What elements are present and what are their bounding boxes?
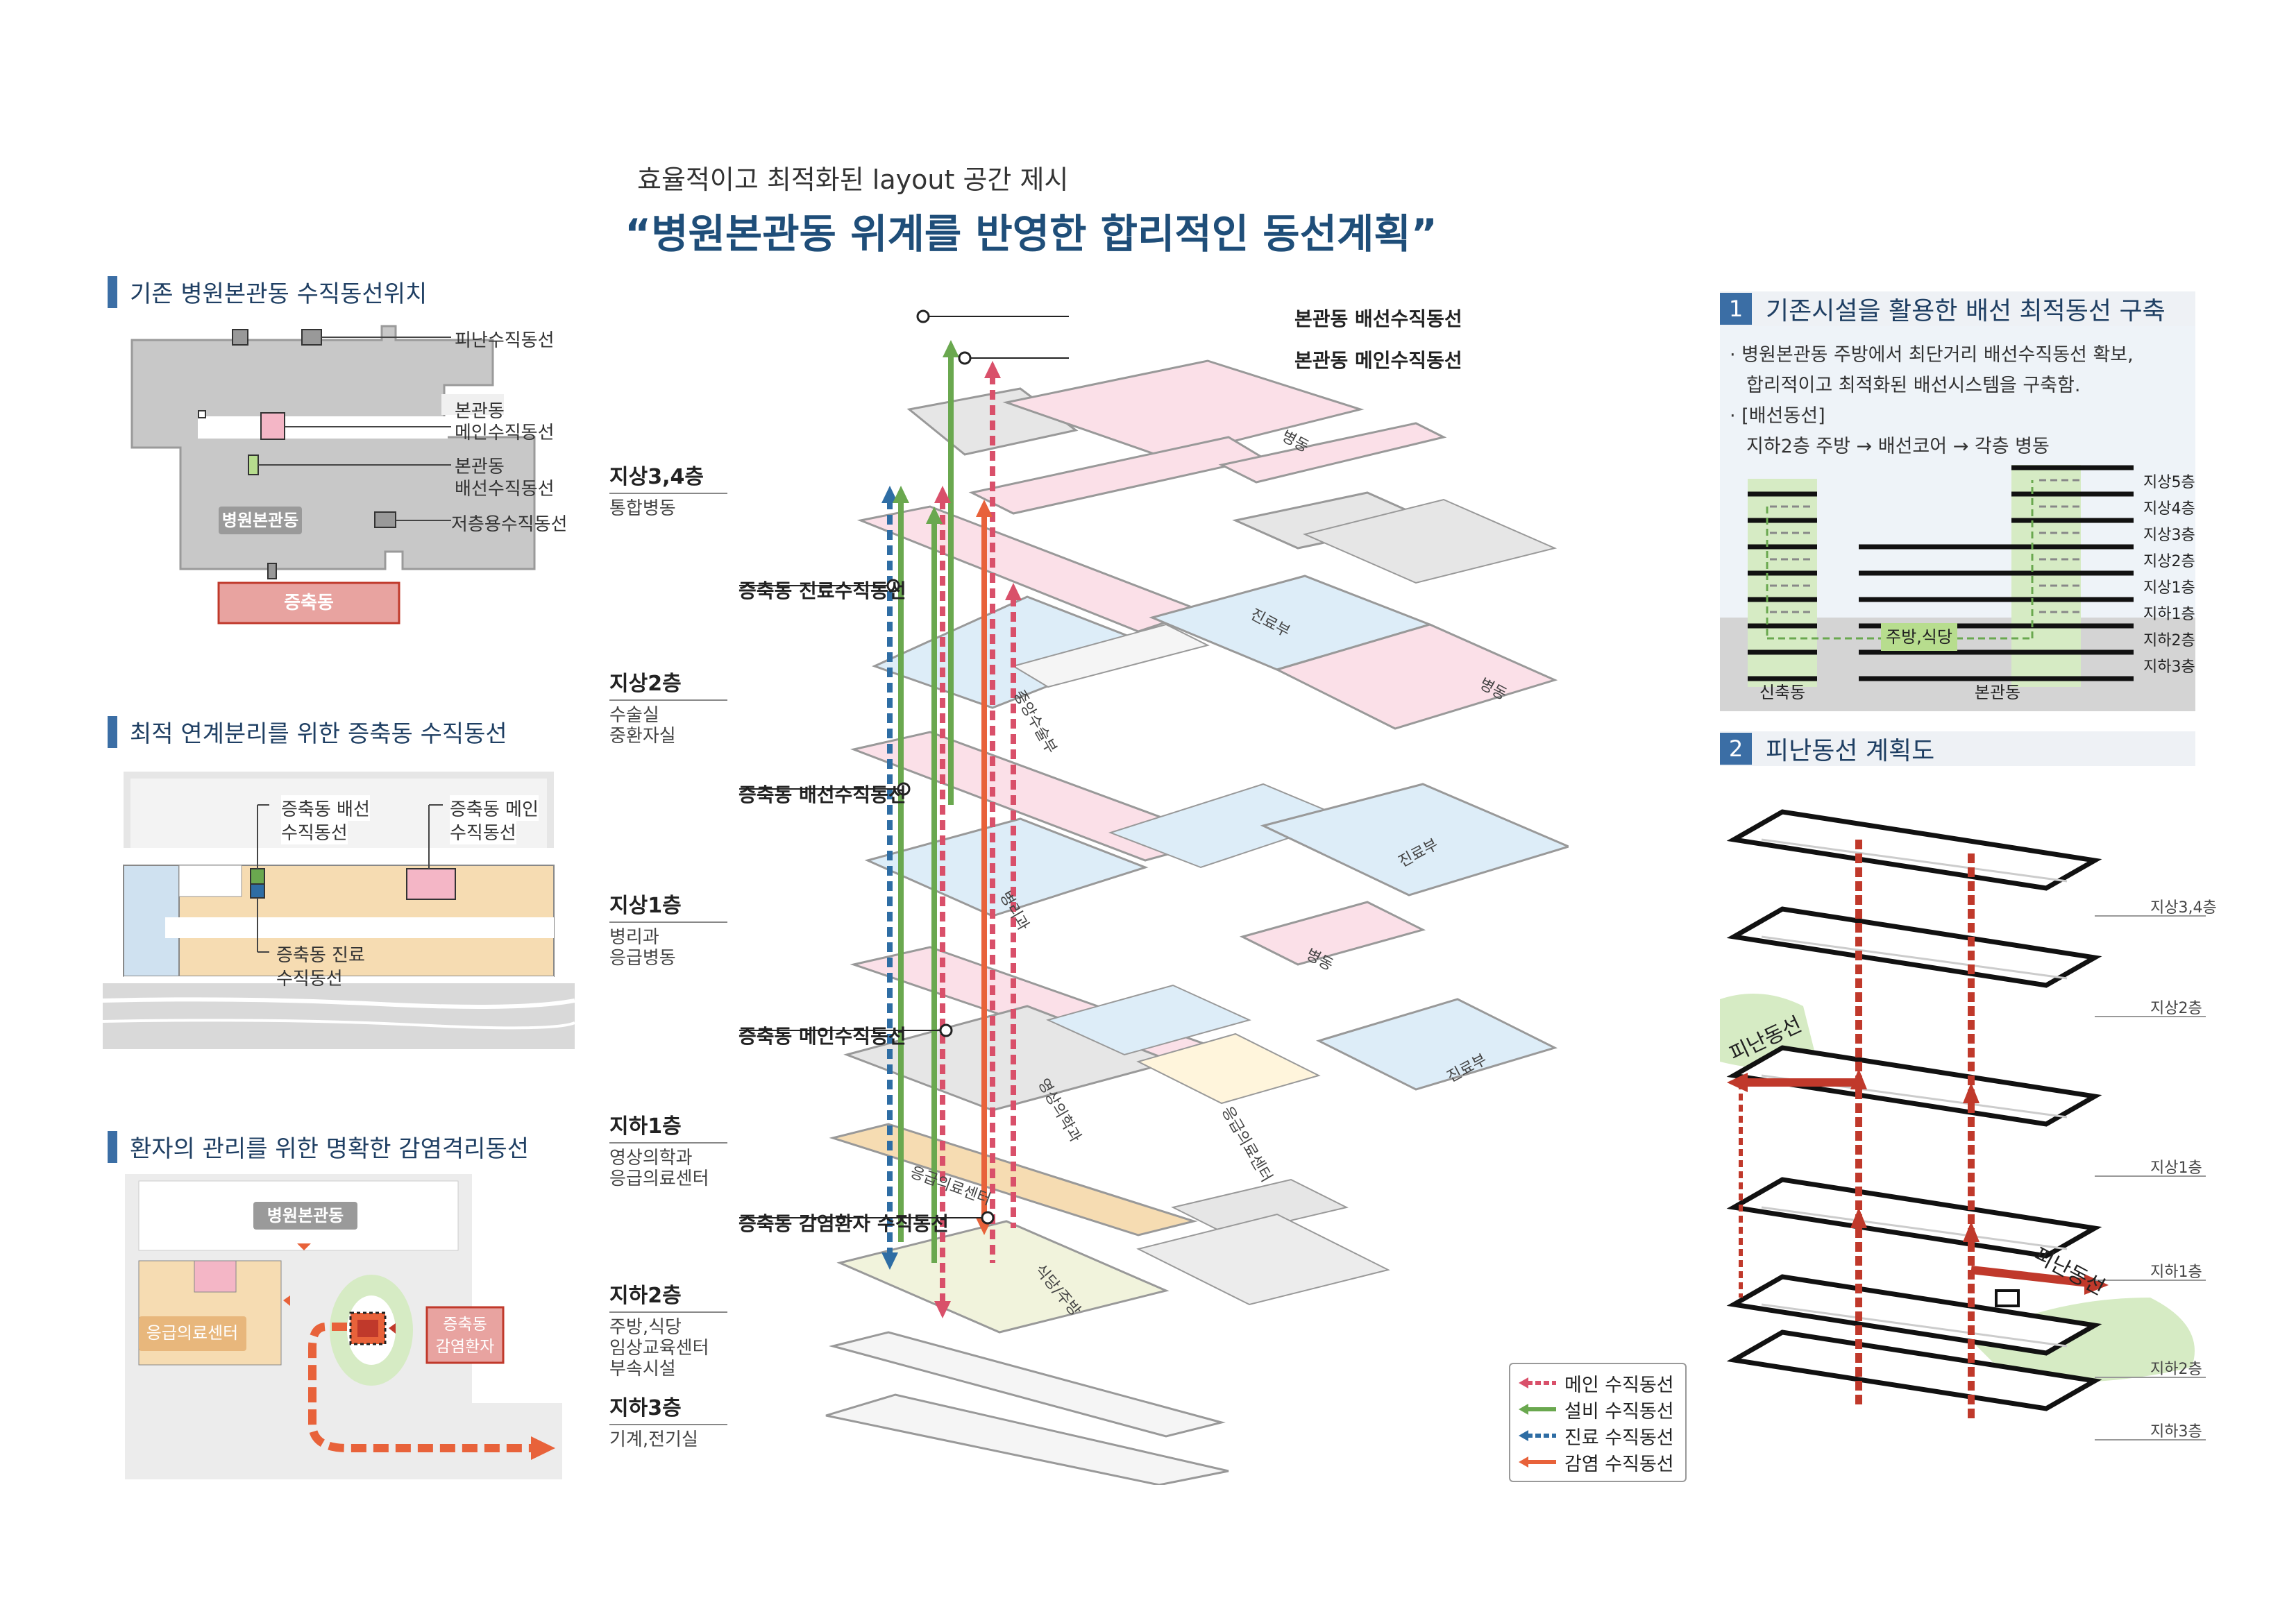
infection-building-label: 병원본관동 xyxy=(267,1206,344,1225)
infection-plan: 병원본관동 응급의료센터 증축동 감염환자 xyxy=(125,1174,562,1479)
infection-annex-a: 증축동 xyxy=(443,1316,487,1334)
section-number: 1 xyxy=(1720,293,1752,325)
label-main-a: 본관동 xyxy=(455,401,505,422)
section-title: 기존 병원본관동 수직동선위치 xyxy=(130,280,428,308)
bullet-2: 합리적이고 최적화된 배선시스템을 구축함. xyxy=(1746,375,2081,396)
evac-floor-b1: 지하1층 xyxy=(2150,1264,2202,1281)
section-header-annex: 최적 연계분리를 위한 증축동 수직동선 xyxy=(108,715,507,749)
axonometric-diagram: 병동 진료부 병동 중앙수술부 병리과 진료부 병동 영상의학과 응급의료센터 … xyxy=(739,309,1569,1485)
section-floor-2f: 지상2층 xyxy=(2143,553,2195,570)
plan-label-er-b: 응급의료센터 xyxy=(1218,1104,1275,1186)
callout-annex-dist: 증축동 배선수직동선 xyxy=(738,783,906,806)
section-bar xyxy=(108,275,117,308)
legend-item-care: 진료 수직동선 xyxy=(1517,1422,1678,1449)
section-floor-1f: 지상1층 xyxy=(2143,579,2195,597)
section-floor-4f: 지상4층 xyxy=(2143,500,2195,518)
label-annex-care-a: 증축동 진료 xyxy=(276,945,365,966)
section-number: 2 xyxy=(1720,733,1752,765)
legend: 메인 수직동선 설비 수직동선 진료 수직동선 감염 수직동선 xyxy=(1509,1363,1687,1482)
evac-core-2 xyxy=(301,329,322,346)
floor-label-3-4: 지상3,4층 통합병동 xyxy=(609,459,727,519)
legend-swatch-infect xyxy=(1519,1456,1556,1468)
legend-item-dist: 설비 수직동선 xyxy=(1517,1396,1678,1422)
callout-annex-infect: 증축동 감염환자 수직동선 xyxy=(738,1212,949,1235)
section-header-infection: 환자의 관리를 위한 명확한 감염격리동선 xyxy=(108,1130,529,1164)
legend-swatch-care xyxy=(1519,1430,1556,1441)
label-annex-main-a: 증축동 메인 xyxy=(450,795,539,821)
dist-core xyxy=(248,454,259,475)
callout-annex-care: 증축동 진료수직동선 xyxy=(738,579,906,602)
kitchen-label: 주방,식당 xyxy=(1886,627,1952,647)
evac-floor-b3: 지하3층 xyxy=(2150,1423,2202,1441)
plan-label-surgery: 중앙수술부 xyxy=(1010,688,1060,757)
label-main-b: 메인수직동선 xyxy=(455,423,555,443)
section-bar xyxy=(108,1130,117,1163)
floor-plate-3-4 xyxy=(856,359,1558,633)
section-diagram: 주방,식당 신축동 본관동 지상5층 지상4층 지상3층 지상2층 지상1층 지… xyxy=(1720,465,2195,711)
label-dist-a: 본관동 xyxy=(455,457,505,477)
evac-floor-2: 지상2층 xyxy=(2150,1000,2202,1017)
floor-plate-b3 xyxy=(825,1393,1229,1485)
label-annex-care-b: 수직동선 xyxy=(276,969,343,989)
section-floor-5f: 지상5층 xyxy=(2143,474,2195,491)
evac-floor-3-4: 지상3,4층 xyxy=(2150,899,2217,917)
right-section-1-header: 1 기존시설을 활용한 배선 최적동선 구축 xyxy=(1720,291,2195,326)
evacuation-diagram: 지상3,4층 지상2층 지상1층 지하1층 지하2층 지하3층 피난동선 피난동… xyxy=(1720,809,2217,1441)
label-annex-dist-a: 증축동 배선 xyxy=(281,795,370,821)
new-building-label: 신축동 xyxy=(1759,683,1805,702)
bullet-4: 지하2층 주방 → 배선코어 → 각층 병동 xyxy=(1746,436,2050,457)
evac-floor-b2: 지하2층 xyxy=(2150,1361,2202,1378)
label-evac-vertical: 피난수직동선 xyxy=(455,330,555,351)
existing-building-label: 병원본관동 xyxy=(222,511,298,530)
low-core xyxy=(374,511,396,528)
bullet-list: · 병원본관동 주방에서 최단거리 배선수직동선 확보, 합리적이고 최적화된 … xyxy=(1730,340,2134,462)
infection-er-label: 응급의료센터 xyxy=(146,1323,238,1343)
bullet-1: · 병원본관동 주방에서 최단거리 배선수직동선 확보, xyxy=(1730,344,2134,366)
callout-main-dist: 본관동 배선수직동선 xyxy=(1294,307,1462,330)
label-dist-b: 배선수직동선 xyxy=(455,479,555,500)
main-building-label: 본관동 xyxy=(1975,683,2020,702)
legend-item-main: 메인 수직동선 xyxy=(1517,1370,1678,1396)
bullet-3: · [배선동선] xyxy=(1730,405,1825,427)
floor-label-b3: 지하3층 기계,전기실 xyxy=(609,1391,727,1450)
section-header-existing: 기존 병원본관동 수직동선위치 xyxy=(108,275,427,309)
existing-plan: 병원본관동 증축동 xyxy=(130,325,536,624)
page-title: “병원본관동 위계를 반영한 합리적인 동선계획” xyxy=(625,210,1437,257)
annex-label: 증축동 xyxy=(284,593,334,613)
section-bar xyxy=(108,715,117,748)
evac-label-b: 피난동선 xyxy=(2029,1243,2109,1300)
section-title: 환자의 관리를 위한 명확한 감염격리동선 xyxy=(130,1135,529,1163)
section-floor-b3: 지하3층 xyxy=(2143,658,2195,676)
subtitle: 효율적이고 최적화된 layout 공간 제시 xyxy=(637,164,1069,195)
floor-plate-b2 xyxy=(829,1213,1390,1438)
callout-main-main: 본관동 메인수직동선 xyxy=(1294,349,1462,372)
label-annex-main-b: 수직동선 xyxy=(450,819,516,844)
right-section-2-header: 2 피난동선 계획도 xyxy=(1720,731,2195,766)
main-core xyxy=(260,412,285,440)
section-title: 피난동선 계획도 xyxy=(1766,737,1935,765)
legend-item-infect: 감염 수직동선 xyxy=(1517,1449,1678,1475)
label-annex-dist-b: 수직동선 xyxy=(281,819,348,844)
label-low: 저층용수직동선 xyxy=(451,514,568,535)
legend-swatch-dist xyxy=(1519,1404,1556,1415)
section-title: 최적 연계분리를 위한 증축동 수직동선 xyxy=(130,720,507,748)
callout-annex-main: 증축동 메인수직동선 xyxy=(738,1025,906,1048)
section-floor-b1: 지하1층 xyxy=(2143,606,2195,623)
evac-floor-1: 지상1층 xyxy=(2150,1159,2202,1177)
section-floor-b2: 지하2층 xyxy=(2143,632,2195,649)
section-title: 기존시설을 활용한 배선 최적동선 구축 xyxy=(1766,297,2166,325)
evac-core-1 xyxy=(232,329,248,346)
infection-annex-b: 감염환자 xyxy=(436,1338,495,1356)
section-floor-3f: 지상3층 xyxy=(2143,527,2195,544)
legend-swatch-main xyxy=(1519,1377,1556,1388)
